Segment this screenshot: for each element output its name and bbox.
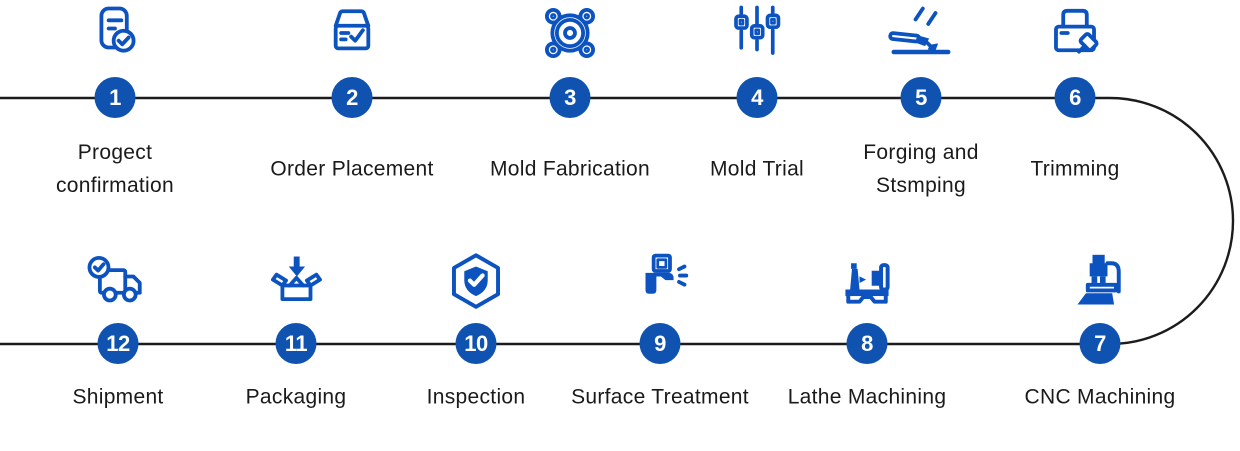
step-label: CNC Machining [1024,385,1176,409]
cnc-machine-icon [1070,252,1130,312]
step-label: Surface Treatment [571,385,749,409]
step-number-badge: 11 [275,323,317,364]
step-label: Forging and Stsmping [863,141,979,197]
step-number-badge: 5 [900,77,942,118]
step-number-badge: 2 [331,77,373,118]
step-label: Inspection [426,385,526,409]
step-number-badge: 1 [94,77,136,118]
packaging-box-icon [265,252,327,310]
step-number-badge: 12 [97,323,139,364]
step-number-badge: 9 [639,323,681,364]
forging-torch-icon [883,4,959,62]
step-label: Shipment [72,385,164,409]
step-label: Progect confirmation [56,141,174,197]
step-number-badge: 3 [549,77,591,118]
step-label: Order Placement [270,157,434,181]
step-label: Mold Trial [709,157,805,181]
lathe-machine-icon [836,252,898,312]
step-number-badge: 4 [736,77,778,118]
shield-check-hexagon-icon [446,252,506,312]
trimming-press-icon [1045,4,1105,62]
step-number-badge: 7 [1079,323,1121,364]
spray-gun-icon [629,252,691,310]
step-label: Trimming [1030,157,1120,181]
delivery-truck-icon [84,252,152,310]
order-box-icon [322,4,382,62]
step-label: Mold Fabrication [489,157,651,181]
document-check-icon [85,4,145,62]
step-number-badge: 8 [846,323,888,364]
step-label: Packaging [245,385,347,409]
step-number-badge: 10 [455,323,497,364]
mold-plate-icon [540,4,600,62]
step-number-badge: 6 [1054,77,1096,118]
sliders-icon [728,4,786,60]
step-label: Lathe Machining [787,385,947,409]
